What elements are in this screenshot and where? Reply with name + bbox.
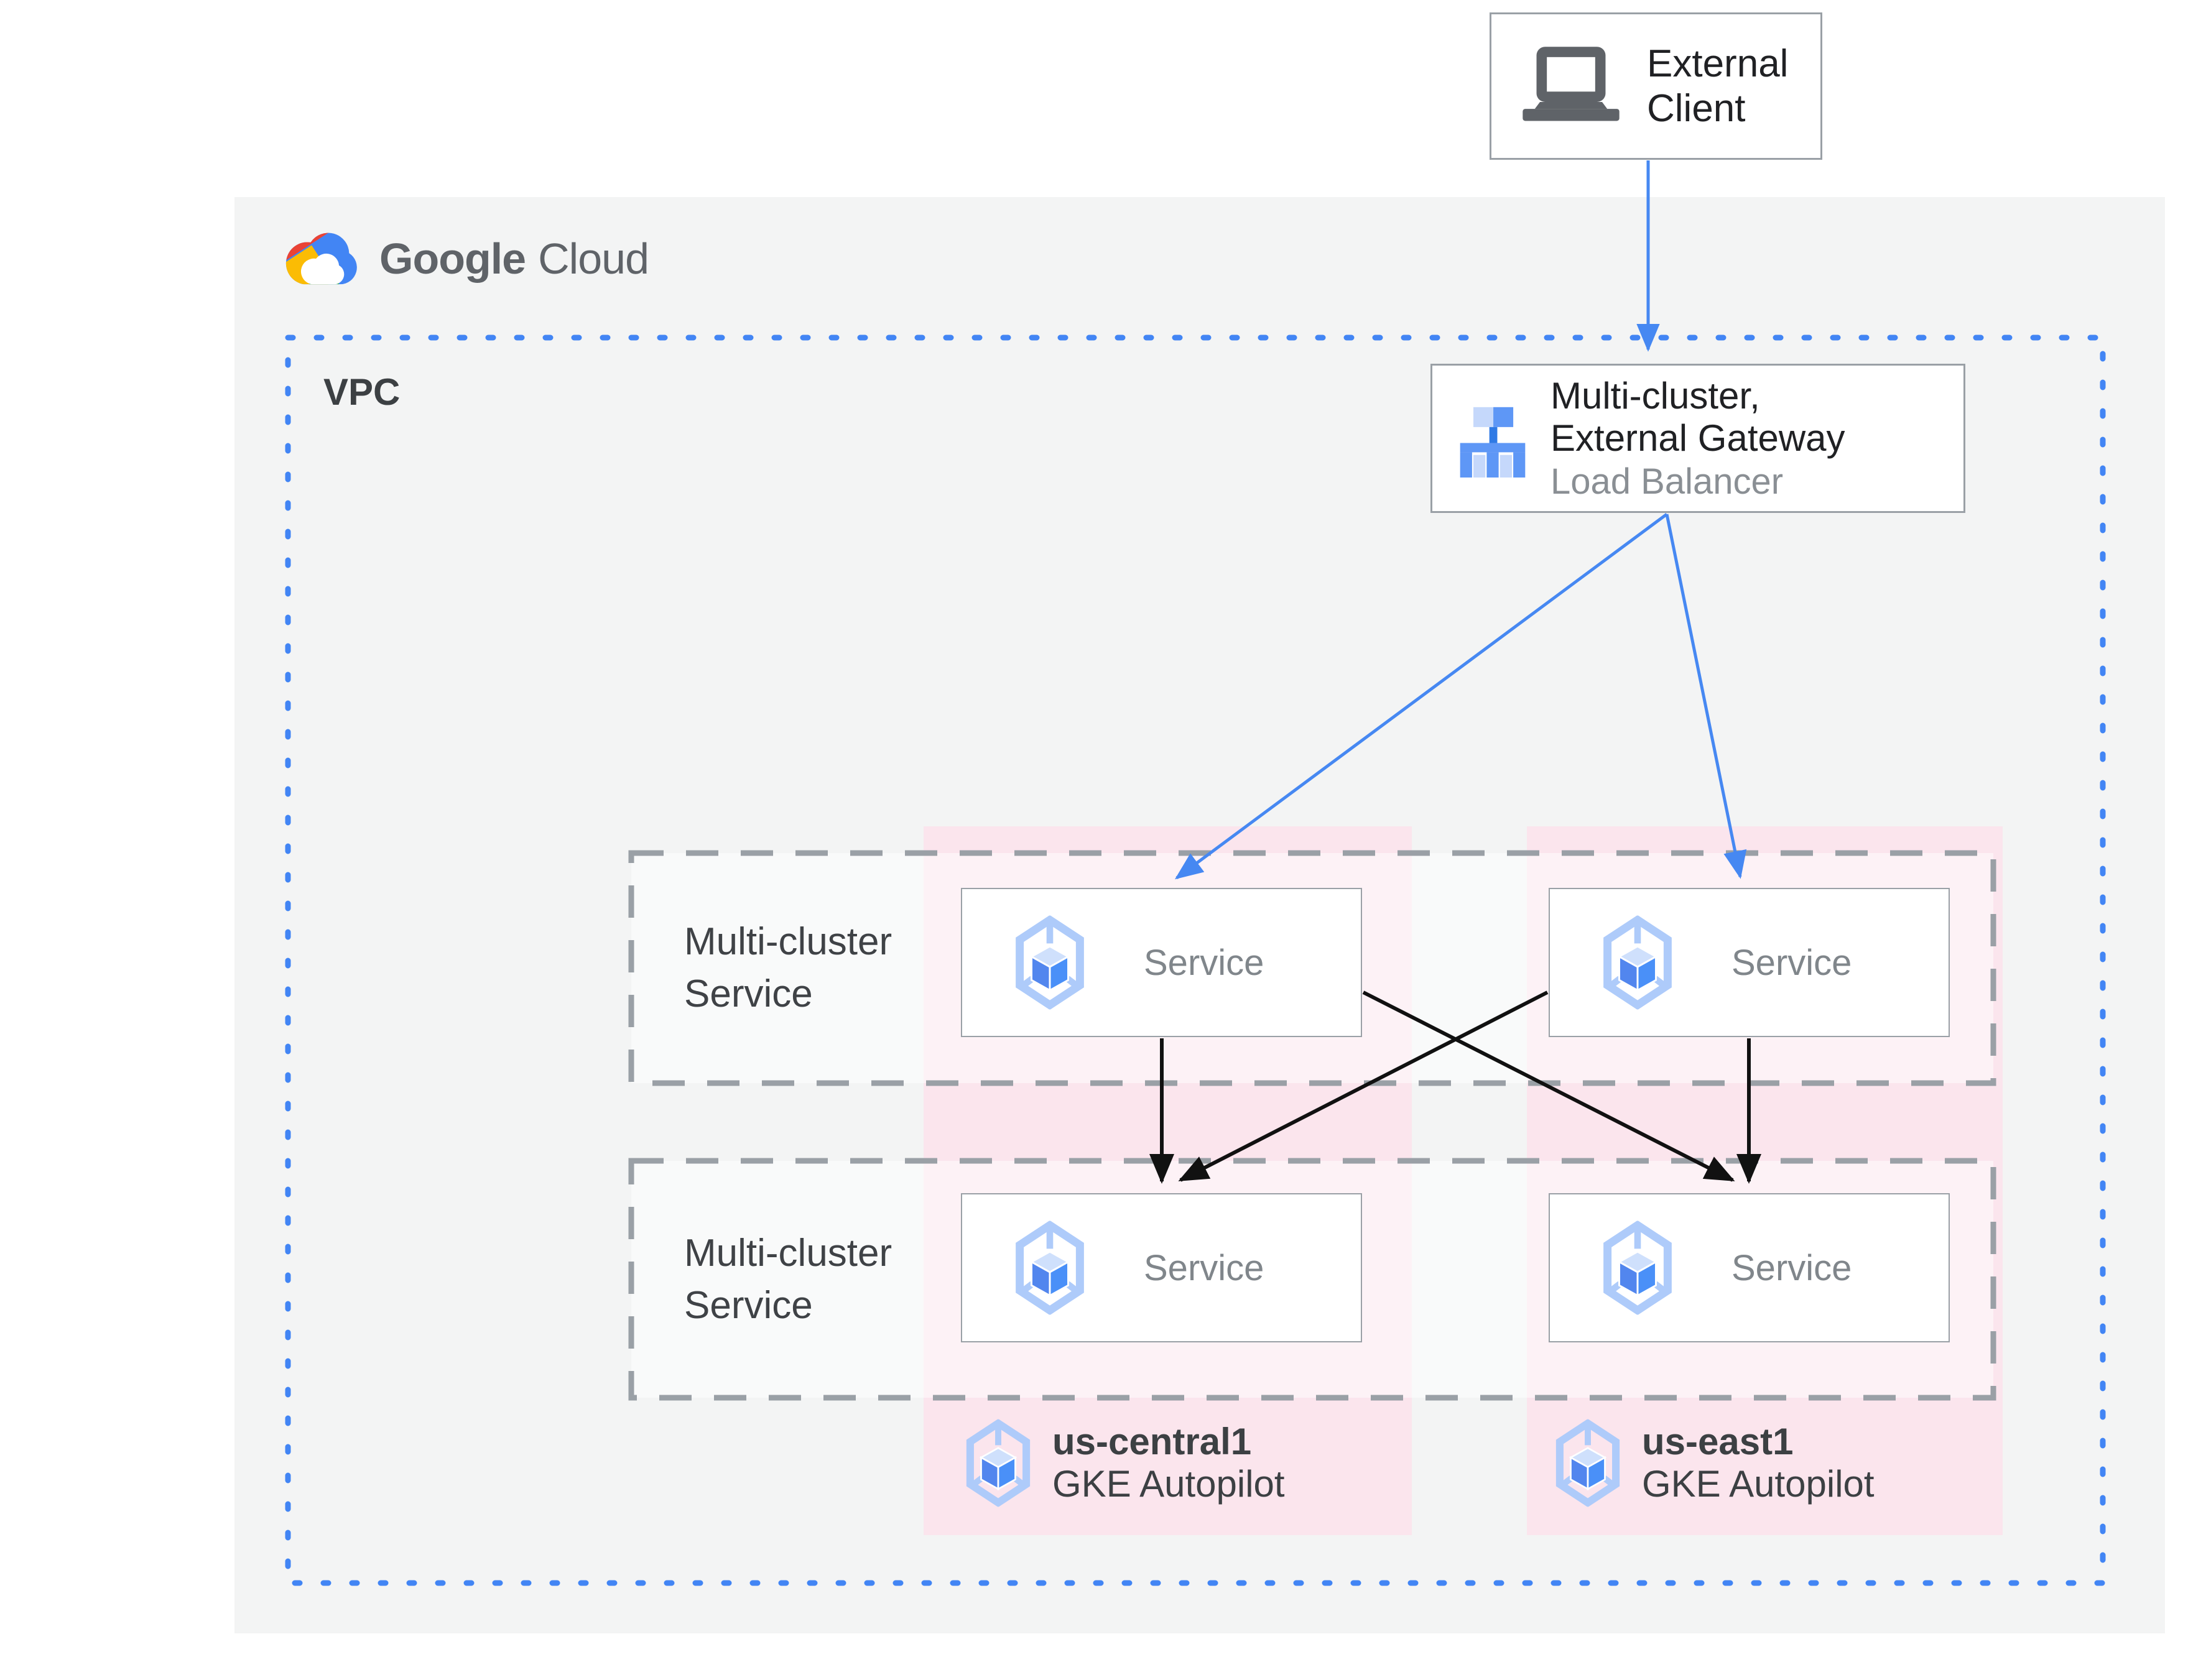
laptop-icon (1518, 45, 1625, 128)
service-node-top-right: Service (1549, 888, 1950, 1037)
gke-hexagon-icon (964, 1419, 1032, 1507)
vpc-label: VPC (323, 371, 401, 413)
gke-hexagon-icon (1013, 1221, 1087, 1315)
multi-cluster-service-row-2-label: Multi-cluster Service (684, 1231, 892, 1327)
google-cloud-logo: Google Cloud (285, 228, 649, 290)
gateway-label: Multi-cluster, External Gateway Load Bal… (1550, 375, 1845, 502)
logo-word-cloud: Cloud (538, 234, 649, 283)
multi-cluster-service-row-1-label: Multi-cluster Service (684, 920, 892, 1015)
gke-hexagon-icon (1013, 915, 1087, 1010)
google-cloud-logo-icon (285, 228, 361, 290)
external-client-node: External Client (1490, 12, 1822, 160)
gateway-load-balancer-node: Multi-cluster, External Gateway Load Bal… (1430, 364, 1965, 513)
service-node-top-left: Service (961, 888, 1362, 1037)
google-cloud-logo-text: Google Cloud (379, 234, 649, 284)
gateway-subtitle: Load Balancer (1550, 461, 1784, 502)
service-node-bottom-right: Service (1549, 1193, 1950, 1342)
cluster-label-us-east1: us-east1 GKE Autopilot (1554, 1419, 1875, 1507)
gke-hexagon-icon (1554, 1419, 1622, 1507)
gke-hexagon-icon (1601, 915, 1674, 1010)
external-client-label: External Client (1647, 42, 1789, 130)
gke-hexagon-icon (1601, 1221, 1674, 1315)
load-balancer-icon (1456, 399, 1529, 478)
logo-word-google: Google (379, 234, 526, 283)
cluster-label-text: us-east1 GKE Autopilot (1642, 1421, 1875, 1505)
cluster-label-text: us-central1 GKE Autopilot (1052, 1421, 1285, 1505)
cluster-label-us-central1: us-central1 GKE Autopilot (964, 1419, 1285, 1507)
service-node-bottom-left: Service (961, 1193, 1362, 1342)
